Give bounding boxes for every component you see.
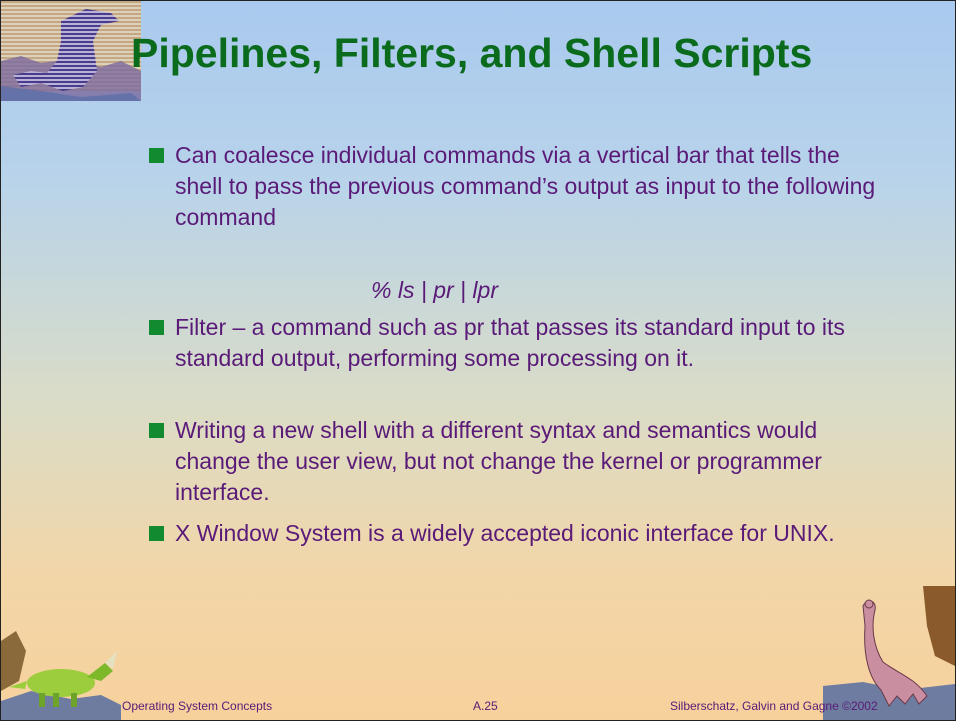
square-bullet-icon [149, 423, 164, 438]
square-bullet-icon [149, 148, 164, 163]
triceratops-icon [1, 631, 121, 720]
footer-course-name: Operating System Concepts [122, 699, 273, 713]
bullet-text: Writing a new shell with a different syn… [175, 417, 822, 505]
bullet-text: Filter – a command such as pr that passe… [175, 314, 845, 371]
dinosaur-header-icon [1, 1, 141, 101]
square-bullet-icon [149, 320, 164, 335]
bullet-text: X Window System is a widely accepted ico… [175, 520, 835, 546]
command-example: % ls | pr | lpr [371, 277, 498, 303]
footer-copyright: Silberschatz, Galvin and Gagne ©2002 [670, 699, 878, 713]
bullet-text: Can coalesce individual commands via a v… [175, 142, 876, 230]
brontosaurus-icon [823, 586, 955, 720]
bullet-item: X Window System is a widely accepted ico… [149, 518, 885, 549]
bullet-item: Writing a new shell with a different syn… [149, 415, 885, 508]
footer-page-number: A.25 [473, 699, 498, 713]
bullet-item: Filter – a command such as pr that passe… [149, 312, 885, 374]
page-title: Pipelines, Filters, and Shell Scripts [131, 30, 813, 76]
bullet-item: Can coalesce individual commands via a v… [149, 140, 885, 233]
square-bullet-icon [149, 526, 164, 541]
